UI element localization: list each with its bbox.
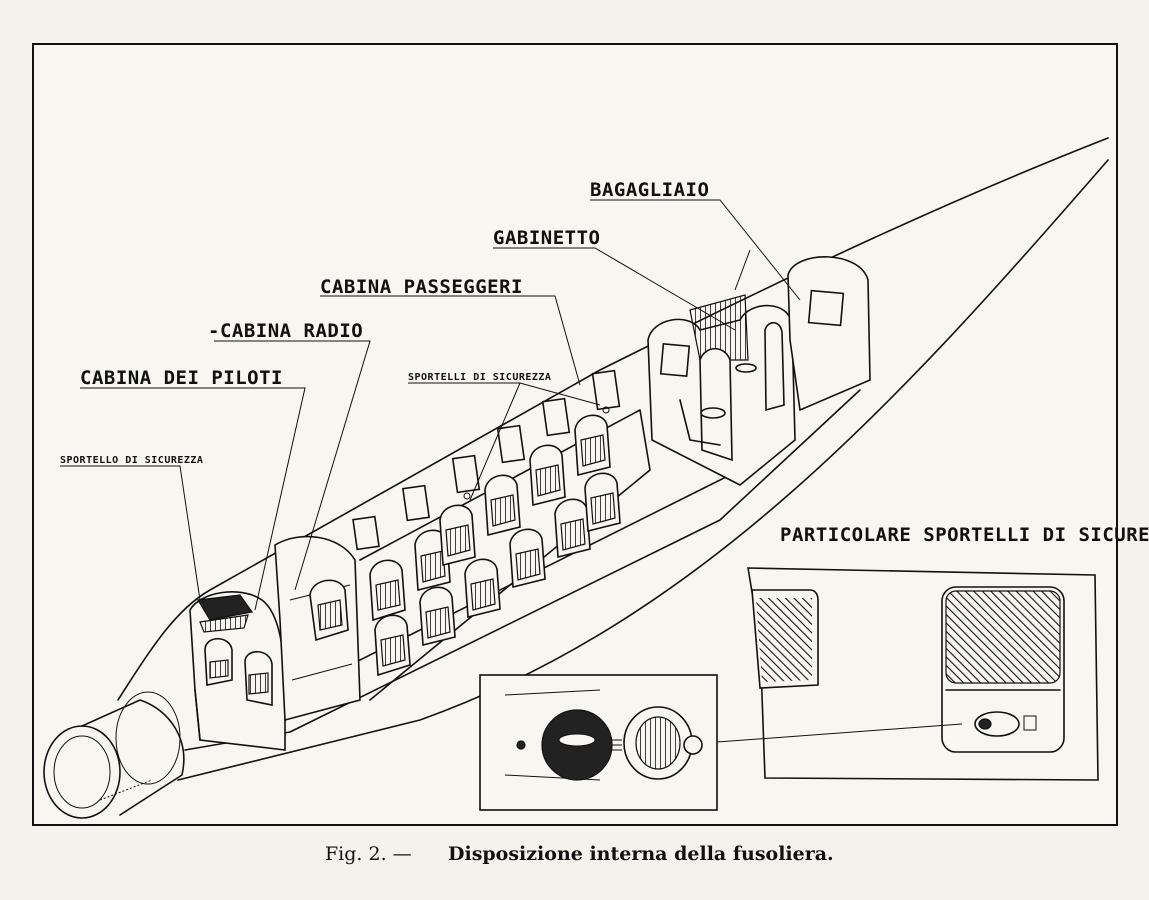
cabin-window [541, 397, 571, 437]
label-gabinetto: GABINETTO [493, 227, 600, 249]
cabin-window [401, 484, 431, 522]
nose-front [43, 725, 121, 819]
cabin-window [496, 424, 526, 464]
label-sportelli-sicurezza: SPORTELLI DI SICUREZZA [408, 372, 551, 383]
cabin-window [591, 369, 621, 411]
label-particolare: PARTICOLARE SPORTELLI DI SICUREZZA [780, 524, 1149, 546]
cockpit [189, 591, 286, 751]
label-bagagliaio: BAGAGLIAIO [590, 179, 709, 201]
detail-inset [479, 567, 1099, 811]
label-cabina-radio: -CABINA RADIO [208, 320, 363, 342]
figure-caption: Disposizione interna della fusoliera. [448, 843, 834, 865]
passenger-seats [309, 414, 621, 677]
lavatory [647, 294, 796, 486]
label-cabina-passeggeri: CABINA PASSEGGERI [320, 276, 523, 298]
label-cabina-piloti: CABINA DEI PILOTI [80, 367, 283, 389]
cabin-window [451, 454, 481, 494]
cabin-window [352, 515, 380, 551]
figure-caption-prefix: Fig. 2. — [325, 843, 412, 865]
passenger-cabin [309, 369, 651, 701]
label-sportello-sicurezza: SPORTELLO DI SICUREZZA [60, 455, 203, 466]
baggage-hold [787, 256, 871, 412]
leader-lines [60, 199, 801, 611]
